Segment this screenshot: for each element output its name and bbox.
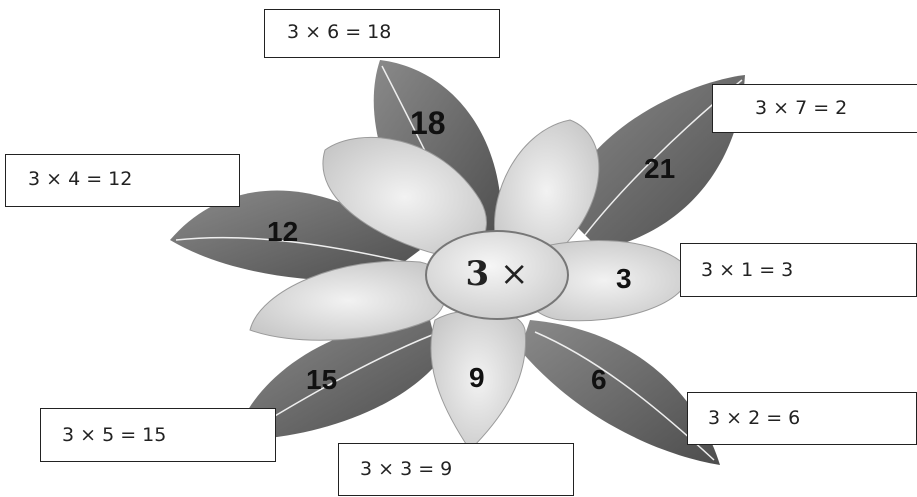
center-multiplier: 3 <box>466 254 490 294</box>
equation-3x3-text: 3 × 3 = 9 <box>360 458 452 480</box>
equation-box-3x1: 3 × 1 = 3 <box>680 243 917 297</box>
product-9: 9 <box>469 362 485 394</box>
product-18: 18 <box>410 105 446 142</box>
equation-3x7-text: 3 × 7 = 2 <box>755 97 847 119</box>
equation-box-3x7: 3 × 7 = 2 <box>712 84 917 133</box>
equation-box-3x6: 3 × 6 = 18 <box>264 9 500 58</box>
product-21: 21 <box>644 153 675 185</box>
product-15: 15 <box>306 364 337 396</box>
center-operator: × <box>500 254 529 294</box>
equation-3x4-text: 3 × 4 = 12 <box>28 168 132 190</box>
equation-box-3x3: 3 × 3 = 9 <box>338 443 574 496</box>
equation-box-3x4: 3 × 4 = 12 <box>5 154 240 207</box>
equation-3x2-text: 3 × 2 = 6 <box>708 407 800 429</box>
equation-box-3x5: 3 × 5 = 15 <box>40 408 276 462</box>
equation-box-3x2: 3 × 2 = 6 <box>687 392 917 445</box>
product-12: 12 <box>267 216 298 248</box>
center-label: 3 × <box>437 254 557 294</box>
equation-3x6-text: 3 × 6 = 18 <box>287 21 391 43</box>
product-3: 3 <box>616 263 632 295</box>
equation-3x1-text: 3 × 1 = 3 <box>701 259 793 281</box>
product-6: 6 <box>591 364 607 396</box>
equation-3x5-text: 3 × 5 = 15 <box>62 424 166 446</box>
